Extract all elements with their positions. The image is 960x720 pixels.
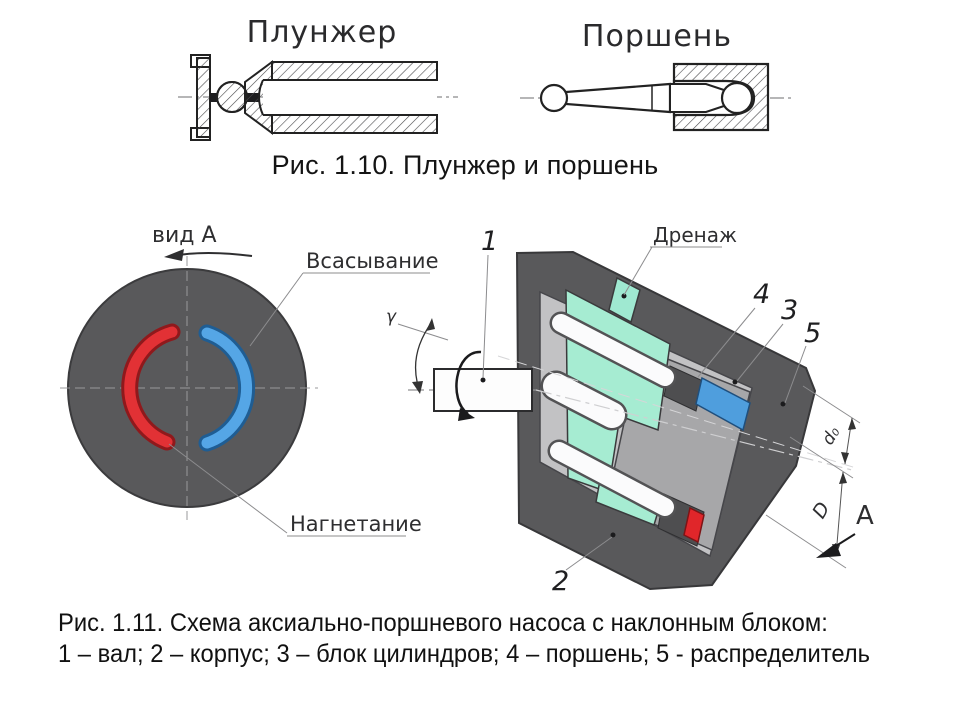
view-a-arrowhead xyxy=(164,249,184,261)
view-direction-label: A xyxy=(856,501,874,531)
dim-arrowhead xyxy=(841,452,849,464)
suction-arc xyxy=(201,327,253,449)
drain-leader xyxy=(623,246,653,296)
drain-label: Дренаж xyxy=(653,223,737,247)
view-a-arrow xyxy=(171,252,253,257)
leader-dot xyxy=(621,293,627,299)
discharge-leader xyxy=(168,443,288,534)
valve-plate-view: вид А Всасывание Нагнетание xyxy=(60,223,439,537)
caption-fig-1-11: Рис. 1.11. Схема аксиально-поршневого на… xyxy=(58,608,870,670)
angle-arc-arrowhead xyxy=(412,381,423,394)
block-axis-line-2 xyxy=(497,355,857,469)
callout-1-leader xyxy=(482,254,489,379)
discharge-arc xyxy=(124,326,178,448)
plunger-wall-top xyxy=(271,61,438,81)
caption-fig-1-10: Рис. 1.10. Плунжер и поршень xyxy=(271,150,659,180)
plunger-wall-bottom xyxy=(271,114,438,134)
piston-label: Поршень xyxy=(582,19,732,54)
piston-rod xyxy=(564,82,672,114)
leader-dot xyxy=(732,379,738,385)
shaft-rotation-arrowhead xyxy=(458,408,475,421)
drain-channel-shape xyxy=(608,276,641,324)
piston-ball-left xyxy=(539,83,569,113)
caption-fig-1-11-line2: 1 – вал; 2 – корпус; 3 – блок цилиндров;… xyxy=(58,640,871,668)
dim-D-line xyxy=(835,471,844,557)
dim-D-label: D xyxy=(808,498,834,522)
plunger-label: Плунжер xyxy=(247,15,398,50)
dim-arrowhead xyxy=(848,418,856,430)
piston-skirt xyxy=(669,83,725,113)
dim-arrowhead xyxy=(839,472,847,484)
callout-4: 4 xyxy=(753,279,770,310)
pump-schematic: γ 1 Дренаж 4 3 5 2 d₀ D A xyxy=(386,223,874,597)
piston-rod-3 xyxy=(550,442,674,516)
angle-gamma-label: γ xyxy=(386,307,397,327)
plunger-bore-outline xyxy=(258,79,437,116)
callout-3: 3 xyxy=(781,295,798,326)
plunger-drawing: Плунжер xyxy=(178,15,458,141)
callout-5: 5 xyxy=(804,318,821,349)
view-a-label: вид А xyxy=(152,223,217,248)
angle-ref-line xyxy=(397,323,449,341)
discharge-port-shape xyxy=(683,506,705,544)
plunger-bore xyxy=(263,81,437,114)
piston-drawing: Поршень xyxy=(520,19,792,132)
block-axis-line xyxy=(535,389,853,471)
callout-4-leader xyxy=(697,307,756,378)
plunger-flange-web xyxy=(196,57,211,138)
callout-2-leader xyxy=(565,536,613,571)
leader-dot xyxy=(780,401,786,407)
piston-ball-head xyxy=(720,81,754,115)
plunger-ball-joint-hatch xyxy=(216,81,248,113)
callout-5-leader xyxy=(784,345,807,404)
leader-dot xyxy=(610,532,616,538)
dim-extension-lines xyxy=(765,385,861,569)
angle-arc-arrowhead xyxy=(426,318,435,331)
suction-leader xyxy=(249,272,304,347)
discharge-label: Нагнетание xyxy=(290,512,422,536)
view-direction-arrowhead xyxy=(816,543,841,558)
callout-2: 2 xyxy=(552,566,569,597)
suction-port-shape xyxy=(695,376,751,432)
leader-dot xyxy=(480,377,486,383)
caption-fig-1-11-line1: Рис. 1.11. Схема аксиально-поршневого на… xyxy=(58,609,828,637)
callout-3-leader xyxy=(736,323,784,382)
piston-rod-2 xyxy=(543,373,625,428)
dim-d0-label: d₀ xyxy=(818,423,844,449)
suction-label: Всасывание xyxy=(306,249,439,273)
disc-centerlines xyxy=(60,256,318,520)
piston-rod-1 xyxy=(552,314,674,386)
shaft-rotation-arrow xyxy=(455,350,482,416)
callout-1: 1 xyxy=(481,226,498,257)
